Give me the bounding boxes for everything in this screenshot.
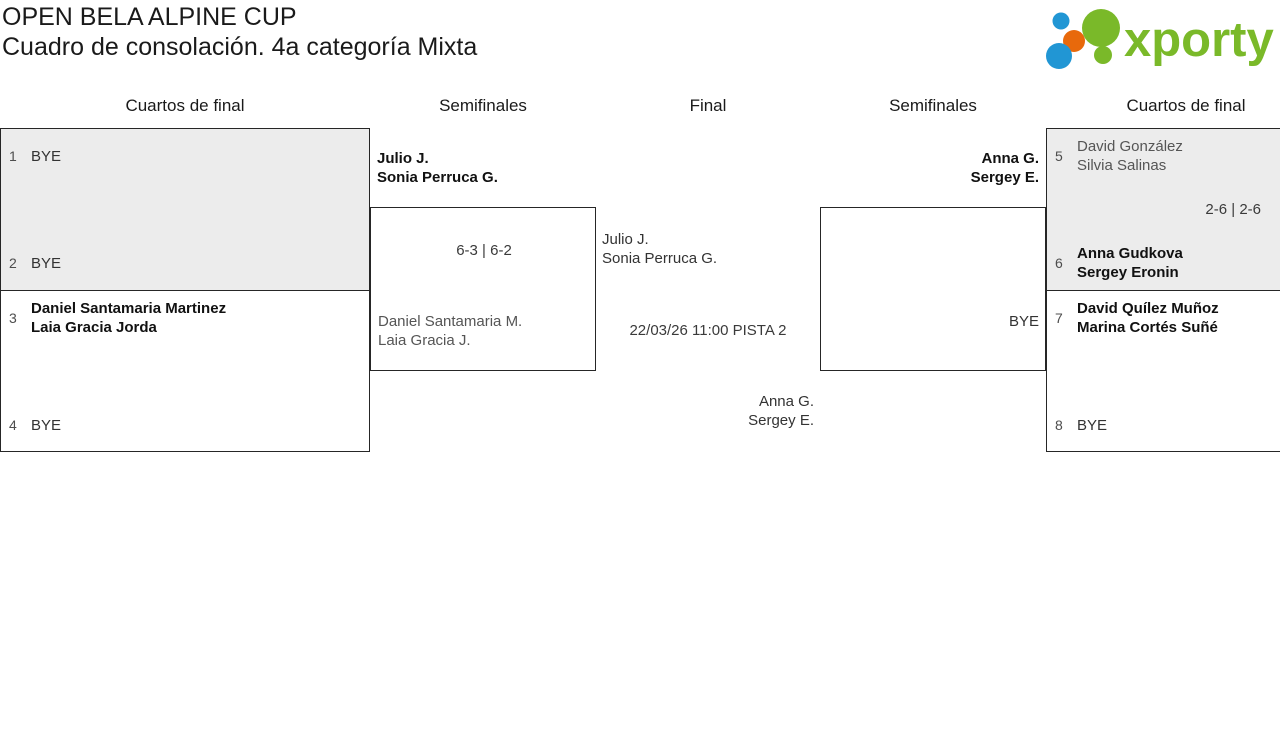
match-slot-seed-7: 7 David Quílez Muñoz Marina Cortés Suñé	[1055, 299, 1280, 337]
participant-line-1: Anna Gudkova	[1077, 245, 1183, 262]
participant-line-1: Julio J.	[377, 150, 429, 167]
seed-number: 2	[9, 255, 17, 271]
participant-line-1: Anna G.	[758, 393, 814, 410]
participant-names: BYE	[31, 417, 62, 434]
tournament-title: OPEN BELA ALPINE CUP	[2, 3, 297, 31]
final-top-participant: Julio J. Sonia Perruca G.	[602, 230, 818, 268]
match-slot-seed-1: 1 BYE	[9, 147, 349, 166]
seed-number: 6	[1055, 255, 1063, 271]
participant-names: BYE	[31, 148, 62, 165]
seed-number: 3	[9, 310, 17, 326]
round-header-right-semis: Semifinales	[889, 96, 977, 115]
match-box-left-qf-2[interactable]: 3 Daniel Santamaria Martinez Laia Gracia…	[0, 290, 370, 452]
match-slot-seed-6: 6 Anna Gudkova Sergey Eronin	[1055, 244, 1280, 282]
participant-line-2: Sonia Perruca G.	[377, 169, 498, 186]
participant-line-1: Daniel Santamaria M.	[378, 313, 523, 330]
participant-line-2: Sergey E.	[970, 169, 1039, 186]
participant-line-2: Sergey Eronin	[1077, 264, 1179, 281]
participant-names: Daniel Santamaria Martinez Laia Gracia J…	[31, 299, 226, 337]
xporty-logo[interactable]: xporty	[1044, 4, 1274, 70]
seed-number: 7	[1055, 310, 1063, 326]
participant-names: Julio J. Sonia Perruca G.	[602, 230, 717, 268]
round-header-right-quarters: Cuartos de final	[1126, 96, 1246, 115]
participant-names: David González Silvia Salinas	[1077, 137, 1183, 175]
right-semifinal-bottom-participant: BYE	[825, 312, 1039, 331]
round-header-left-semis: Semifinales	[439, 96, 527, 115]
match-score: 2-6 | 2-6	[1205, 201, 1261, 218]
match-box-right-qf-1[interactable]: 5 David González Silvia Salinas 2-6 | 2-…	[1046, 128, 1280, 291]
participant-names: Anna Gudkova Sergey Eronin	[1077, 244, 1183, 282]
participant-names: BYE	[31, 255, 62, 272]
logo-dot-blue-large	[1046, 43, 1072, 69]
participant-line-1: David Quílez Muñoz	[1077, 300, 1219, 317]
match-box-left-semifinal[interactable]: 6-3 | 6-2 Daniel Santamaria M. Laia Grac…	[370, 207, 596, 371]
match-score: 6-3 | 6-2	[456, 242, 512, 259]
round-header-final: Final	[689, 96, 727, 115]
participant-line-2: Silvia Salinas	[1077, 157, 1167, 174]
participant-names: Anna G. Sergey E.	[971, 149, 1039, 187]
participant-line-2: Marina Cortés Suñé	[1077, 319, 1218, 336]
match-slot-seed-2: 2 BYE	[9, 254, 349, 273]
round-header-left-quarters: Cuartos de final	[125, 96, 245, 115]
logo-dot-green-small	[1094, 46, 1112, 64]
participant-names: Anna G. Sergey E.	[748, 392, 814, 430]
participant-line-2: Sergey E.	[748, 412, 814, 429]
participant-line-1: Anna G.	[981, 150, 1039, 167]
match-slot-seed-4: 4 BYE	[9, 416, 359, 435]
participant-line-1: Julio J.	[602, 231, 649, 248]
participant-line-1: Daniel Santamaria Martinez	[31, 300, 227, 317]
left-semifinal-bottom-participant: Daniel Santamaria M. Laia Gracia J.	[378, 312, 593, 350]
right-semifinal-top-participant: Anna G. Sergey E.	[824, 149, 1039, 187]
participant-line-2: Laia Gracia J.	[378, 332, 471, 349]
logo-wordmark: xporty	[1124, 13, 1274, 67]
participant-names: BYE	[1077, 417, 1108, 434]
seed-number: 1	[9, 148, 17, 164]
participant-names: Julio J. Sonia Perruca G.	[377, 149, 498, 187]
seed-number: 5	[1055, 148, 1063, 164]
participant-names: BYE	[1008, 313, 1039, 330]
bracket-subtitle: Cuadro de consolación. 4a categoría Mixt…	[2, 33, 478, 61]
seed-number: 4	[9, 417, 17, 433]
match-box-right-semifinal[interactable]: BYE	[820, 207, 1046, 371]
match-slot-seed-3: 3 Daniel Santamaria Martinez Laia Gracia…	[9, 299, 359, 337]
final-bottom-participant: Anna G. Sergey E.	[598, 392, 814, 430]
final-schedule: 22/03/26 11:00 PISTA 2	[629, 322, 787, 339]
logo-dot-blue-small	[1052, 12, 1070, 30]
participant-line-2: Sonia Perruca G.	[602, 250, 718, 267]
logo-dot-orange	[1063, 30, 1085, 52]
left-semifinal-top-participant: Julio J. Sonia Perruca G.	[377, 149, 592, 187]
participant-names: Daniel Santamaria M. Laia Gracia J.	[378, 312, 522, 350]
match-slot-seed-5: 5 David González Silvia Salinas	[1055, 137, 1280, 175]
participant-names: David Quílez Muñoz Marina Cortés Suñé	[1077, 299, 1219, 337]
seed-number: 8	[1055, 417, 1063, 433]
match-slot-seed-8: 8 BYE	[1055, 416, 1280, 435]
match-box-right-qf-2[interactable]: 7 David Quílez Muñoz Marina Cortés Suñé …	[1046, 290, 1280, 452]
logo-dot-green-large	[1082, 9, 1120, 47]
page-title: OPEN BELA ALPINE CUP Cuadro de consolaci…	[0, 0, 902, 62]
participant-line-1: David González	[1077, 138, 1183, 155]
participant-line-2: Laia Gracia Jorda	[31, 319, 157, 336]
match-box-left-qf-1[interactable]: 1 BYE 2 BYE	[0, 128, 370, 291]
